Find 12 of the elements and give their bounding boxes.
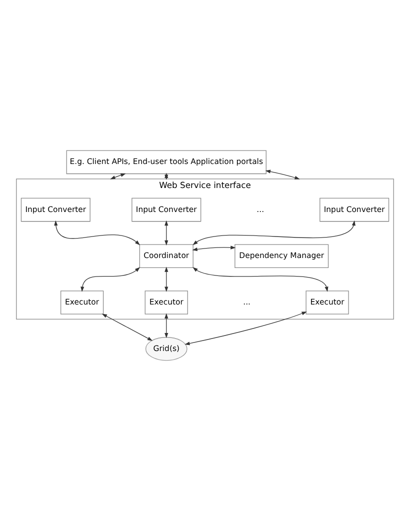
arrow <box>110 173 126 180</box>
arrow <box>80 267 140 292</box>
arrow <box>192 267 328 292</box>
arrow <box>164 220 168 246</box>
arrow <box>192 246 236 252</box>
arrow <box>164 313 168 338</box>
arrow <box>265 170 300 180</box>
arrow <box>102 314 153 341</box>
arrow <box>184 312 307 346</box>
arrow <box>164 266 168 292</box>
arrow <box>54 220 140 246</box>
arrow <box>192 220 356 246</box>
